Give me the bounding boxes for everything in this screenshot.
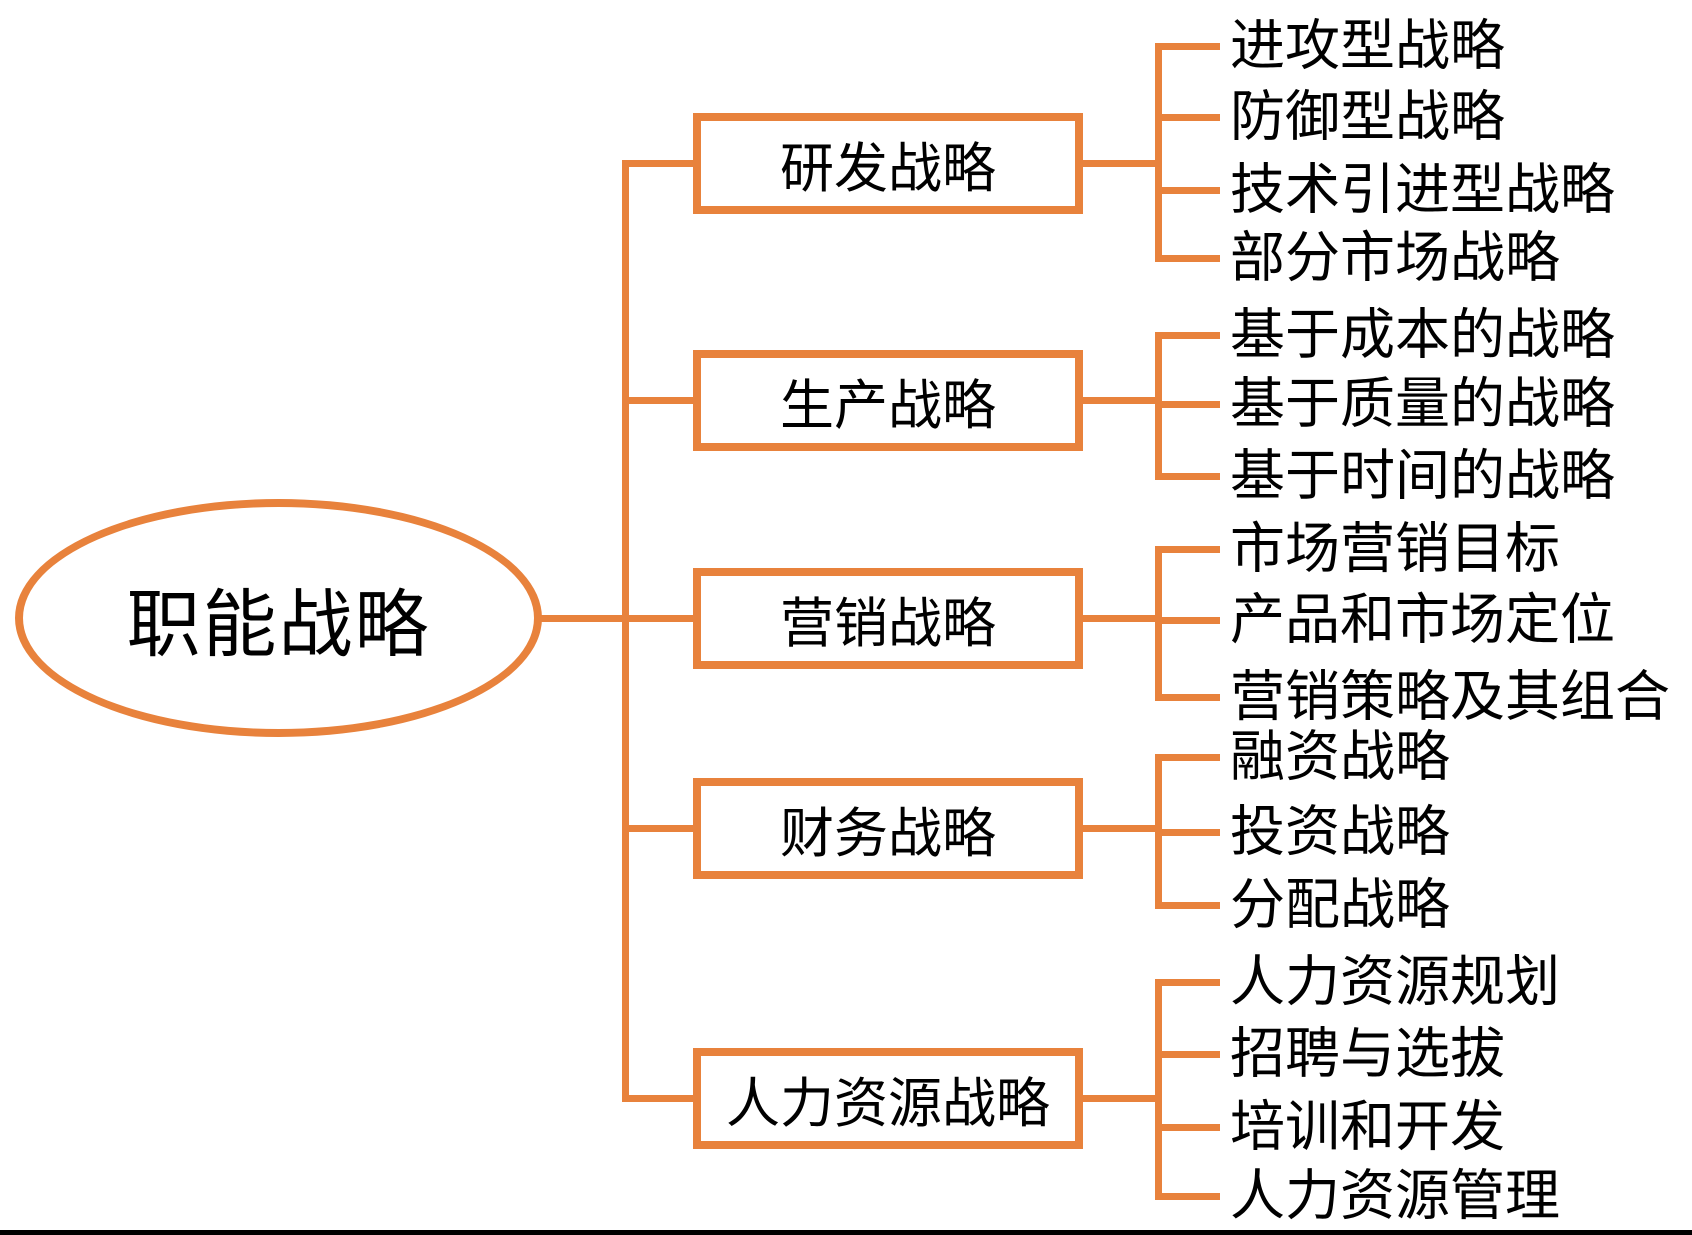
box-connector-rd bbox=[1079, 159, 1162, 167]
leaf-stub bbox=[1155, 42, 1220, 50]
leaf-stub bbox=[1155, 1192, 1220, 1200]
leaf-stub bbox=[1155, 1050, 1220, 1058]
root-connector-line bbox=[535, 614, 700, 622]
leaf-stub bbox=[1155, 753, 1220, 761]
leaf-stub bbox=[1155, 113, 1220, 121]
leaf-label: 分配战略 bbox=[1230, 874, 1451, 936]
group-box-finance-strategy: 财务战略 bbox=[693, 777, 1083, 879]
leaf-label: 人力资源规划 bbox=[1230, 951, 1561, 1013]
leaf-label: 技术引进型战略 bbox=[1230, 159, 1616, 221]
leaf-label: 营销策略及其组合 bbox=[1230, 666, 1671, 728]
leaf-label: 人力资源管理 bbox=[1230, 1165, 1561, 1227]
leaf-label: 融资战略 bbox=[1230, 726, 1451, 788]
group-box-hr-strategy: 人力资源战略 bbox=[693, 1047, 1083, 1149]
group-box-production-strategy: 生产战略 bbox=[693, 349, 1083, 451]
box-connector-hr bbox=[1079, 1094, 1162, 1102]
box-connector-finance bbox=[1079, 824, 1162, 832]
leaf-label: 基于质量的战略 bbox=[1230, 373, 1616, 435]
trunk-stub-production bbox=[622, 396, 700, 404]
bottom-border-rule bbox=[0, 1230, 1692, 1235]
root-label: 职能战略 bbox=[126, 584, 431, 667]
leaf-stub bbox=[1155, 186, 1220, 194]
group-label: 财务战略 bbox=[780, 803, 996, 864]
leaf-label: 培训和开发 bbox=[1230, 1096, 1506, 1158]
trunk-vertical-line bbox=[622, 159, 629, 1102]
leaf-stub bbox=[1155, 1123, 1220, 1131]
trunk-stub-rd bbox=[622, 159, 700, 167]
leaf-stub bbox=[1155, 400, 1220, 408]
group-label: 生产战略 bbox=[780, 375, 996, 436]
group-label: 研发战略 bbox=[780, 138, 996, 199]
root-node: 职能战略 bbox=[15, 499, 542, 737]
leaf-stub bbox=[1155, 828, 1220, 836]
leaf-label: 产品和市场定位 bbox=[1230, 589, 1616, 651]
leaf-label: 投资战略 bbox=[1230, 801, 1451, 863]
leaf-stub bbox=[1155, 254, 1220, 262]
leaf-stub bbox=[1155, 616, 1220, 624]
group-label: 人力资源战略 bbox=[726, 1073, 1050, 1134]
trunk-stub-hr bbox=[622, 1094, 700, 1102]
leaf-stub bbox=[1155, 901, 1220, 909]
leaf-label: 基于成本的战略 bbox=[1230, 304, 1616, 366]
leaf-label: 市场营销目标 bbox=[1230, 518, 1561, 580]
leaf-stub bbox=[1155, 472, 1220, 480]
leaf-label: 部分市场战略 bbox=[1230, 227, 1561, 289]
group-label: 营销战略 bbox=[780, 593, 996, 654]
leaf-label: 基于时间的战略 bbox=[1230, 445, 1616, 507]
leaf-label: 防御型战略 bbox=[1230, 86, 1506, 148]
leaf-label: 进攻型战略 bbox=[1230, 15, 1506, 77]
leaf-label: 招聘与选拔 bbox=[1230, 1023, 1506, 1085]
leaf-stub bbox=[1155, 545, 1220, 553]
subtree-vertical-rd bbox=[1155, 42, 1162, 262]
box-connector-marketing bbox=[1079, 614, 1162, 622]
box-connector-production bbox=[1079, 396, 1162, 404]
group-box-rd-strategy: 研发战略 bbox=[693, 112, 1083, 214]
group-box-marketing-strategy: 营销战略 bbox=[693, 567, 1083, 669]
leaf-stub bbox=[1155, 693, 1220, 701]
leaf-stub bbox=[1155, 978, 1220, 986]
subtree-vertical-hr bbox=[1155, 978, 1162, 1200]
trunk-stub-finance bbox=[622, 824, 700, 832]
leaf-stub bbox=[1155, 331, 1220, 339]
